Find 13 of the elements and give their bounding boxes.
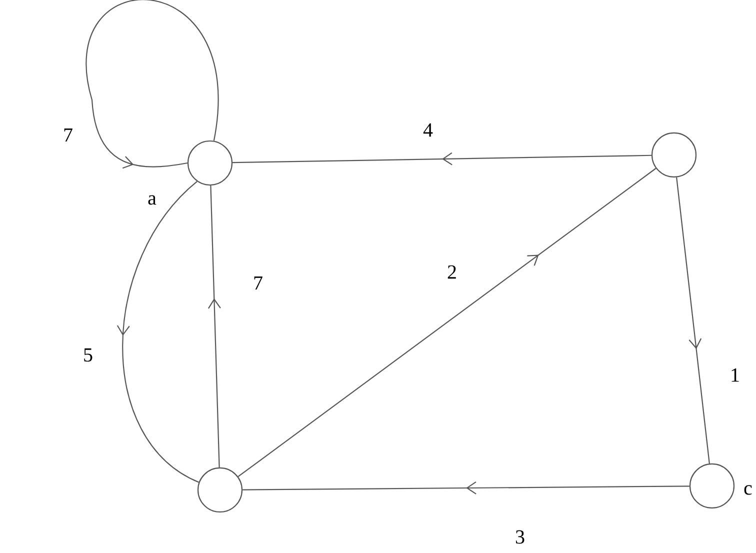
edge-label: 5: [84, 348, 92, 362]
edge-label: 1: [732, 368, 739, 382]
vertex-circle: [651, 132, 697, 178]
vertex-circle: [197, 467, 243, 513]
edge-label: 7: [64, 128, 72, 142]
vertex-circle: [187, 140, 233, 186]
edge-label: 3: [516, 530, 524, 544]
edge-label: 7: [254, 276, 262, 290]
vertex-circle: [689, 463, 735, 509]
vertex-label: a: [148, 195, 156, 205]
edge-label: 2: [448, 265, 456, 279]
edge-label: 4: [423, 123, 433, 137]
vertex-label: c: [744, 485, 752, 495]
